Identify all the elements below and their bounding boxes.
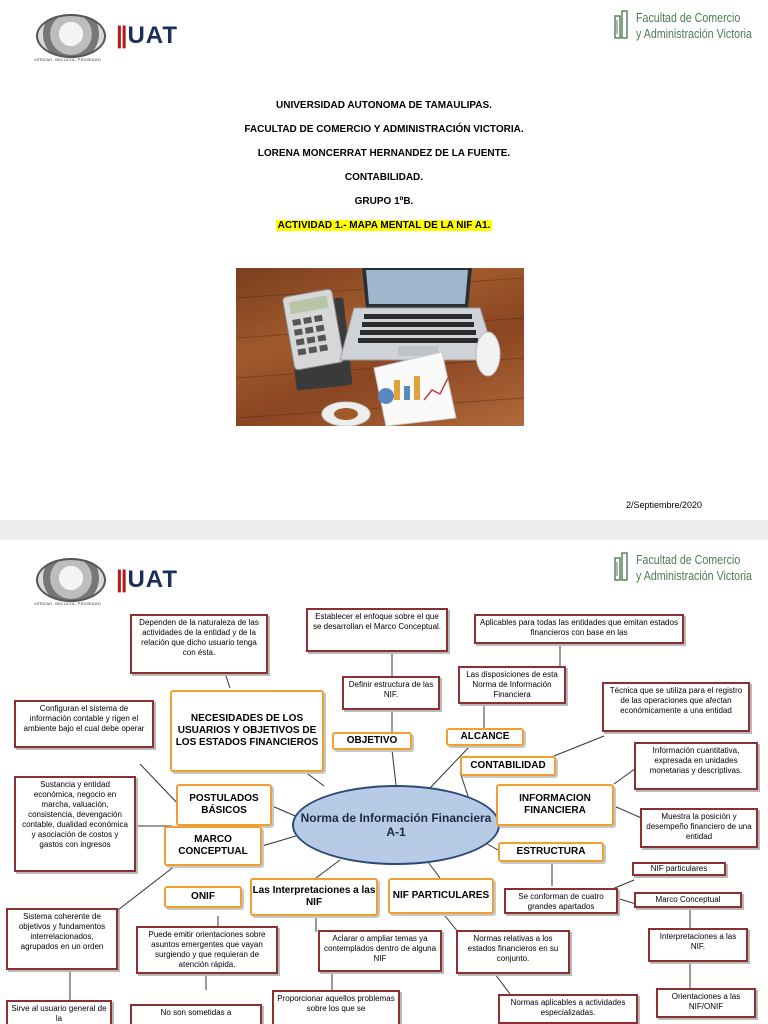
faculty-logo-icon: [614, 552, 628, 581]
university-name: UNIVERSIDAD AUTONOMA DE TAMAULIPAS.: [276, 100, 492, 111]
node-interpretaciones: Las Interpretaciones a las NIF: [250, 878, 378, 916]
note-sustancia: Sustancia y entidad económica, negocio e…: [14, 776, 136, 872]
seal-motto: VERDAD, BELLEZA, PROBIDAD: [34, 601, 102, 606]
uat-logo: ||UAT: [116, 22, 178, 49]
node-objetivo: OBJETIVO: [332, 732, 412, 750]
cover-titles: UNIVERSIDAD AUTONOMA DE TAMAULIPAS. FACU…: [0, 100, 768, 244]
note-configuran: Configuran el sistema de información con…: [14, 700, 154, 748]
note-cuantitativa: Información cuantitativa, expresada en u…: [634, 742, 758, 790]
desk-photo-image: [236, 268, 524, 426]
note-proporcionar: Proporcionar aquellos problemas sobre lo…: [272, 990, 400, 1024]
group-name: GRUPO 1ºB.: [354, 196, 414, 207]
student-name: LORENA MONCERRAT HERNANDEZ DE LA FUENTE.: [257, 148, 511, 159]
note-establecer: Establecer el enfoque sobre el que se de…: [306, 608, 448, 652]
faculty-logo-icon: [614, 10, 628, 39]
note-puede: Puede emitir orientaciones sobre asuntos…: [136, 926, 278, 974]
node-estructura: ESTRUCTURA: [498, 842, 604, 862]
page-separator: [0, 520, 768, 540]
note-marco-conceptual-small: Marco Conceptual: [634, 892, 742, 908]
note-muestra: Muestra la posición y desempeño financie…: [640, 808, 758, 848]
note-orientaciones: Orientaciones a las NIF/ONIF: [656, 988, 756, 1018]
note-tecnica: Técnica que se utiliza para el registro …: [602, 682, 750, 732]
node-onif: ONIF: [164, 886, 242, 908]
note-definir: Definir estructura de las NIF.: [342, 676, 440, 710]
note-normas-aplicables: Normas aplicables a actividades especial…: [498, 994, 638, 1024]
note-no-son: No son sometidas a: [130, 1004, 262, 1024]
note-sirve: Sirve al usuario general de la: [6, 1000, 112, 1024]
mindmap-page: VERDAD, BELLEZA, PROBIDAD ||UAT Facultad…: [0, 540, 768, 1024]
note-sistema: Sistema coherente de objetivos y fundame…: [6, 908, 118, 970]
note-conforman: Se conforman de cuatro grandes apartados: [504, 888, 618, 914]
note-disposiciones: Las disposiciones de esta Norma de Infor…: [458, 666, 566, 704]
note-interpretaciones-small: Interpretaciones a las NIF.: [648, 928, 748, 962]
subject-name: CONTABILIDAD.: [344, 172, 424, 183]
node-contabilidad: CONTABILIDAD: [460, 756, 556, 776]
node-alcance: ALCANCE: [446, 728, 524, 746]
note-dependen: Dependen de la naturaleza de las activid…: [130, 614, 268, 674]
central-node: Norma de Información Financiera A-1: [292, 785, 500, 865]
node-nif-particulares: NIF PARTICULARES: [388, 878, 494, 914]
activity-title: ACTIVIDAD 1.- MAPA MENTAL DE LA NIF A1.: [275, 220, 493, 231]
node-necesidades: NECESIDADES DE LOS USUARIOS Y OBJETIVOS …: [170, 690, 324, 772]
node-postulados: POSTULADOS BÁSICOS: [176, 784, 272, 826]
university-seal-logo: [36, 14, 106, 58]
uat-logo: ||UAT: [116, 566, 178, 593]
node-marco-conceptual: MARCO CONCEPTUAL: [164, 826, 262, 866]
note-nif-particulares-small: NIF particulares: [632, 862, 726, 876]
node-informacion-financiera: INFORMACION FINANCIERA: [496, 784, 614, 826]
cover-page: VERDAD, BELLEZA, PROBIDAD ||UAT Facultad…: [0, 10, 768, 510]
date-label: 2/Septiembre/2020: [625, 500, 702, 510]
note-normas-relativas: Normas relativas a los estados financier…: [456, 930, 570, 974]
faculty-name: FACULTAD DE COMERCIO Y ADMINISTRACIÓN VI…: [244, 124, 524, 135]
note-aclarar: Aclarar o ampliar temas ya contemplados …: [318, 930, 442, 972]
seal-motto: VERDAD, BELLEZA, PROBIDAD: [34, 57, 102, 62]
note-aplicables: Aplicables para todas las entidades que …: [474, 614, 684, 644]
university-seal-logo: [36, 558, 106, 602]
